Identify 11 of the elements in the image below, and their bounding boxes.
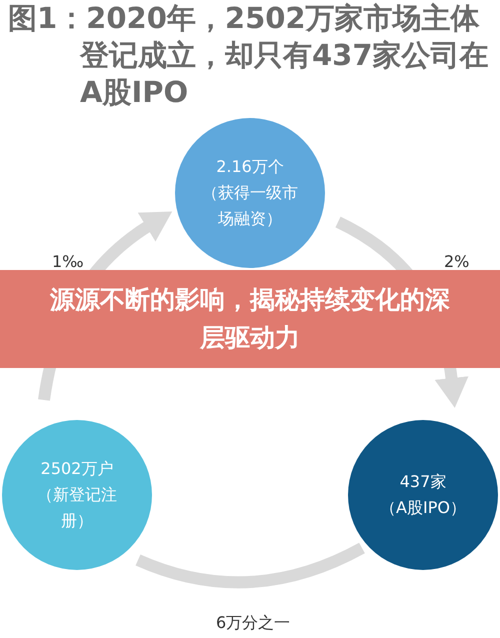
node-heading: 2502万户 — [40, 458, 114, 480]
node-heading: 437家 — [400, 471, 446, 493]
edge-label: 1‰ — [52, 252, 84, 271]
banner: 源源不断的影响，揭秘持续变化的深层驱动力 — [0, 270, 500, 368]
node-heading: 2.16万个 — [216, 156, 284, 178]
node-text: （A股IPO） — [380, 497, 466, 519]
edge-label: 2% — [444, 252, 470, 271]
title: 图1：2020年，2502万家市场主体登记成立，却只有437家公司在A股IPO — [8, 0, 490, 111]
node-text: （新登记注册） — [36, 484, 118, 532]
node-text: （获得一级市场融资） — [201, 182, 299, 230]
edge-label: 6万分之一 — [216, 613, 290, 634]
